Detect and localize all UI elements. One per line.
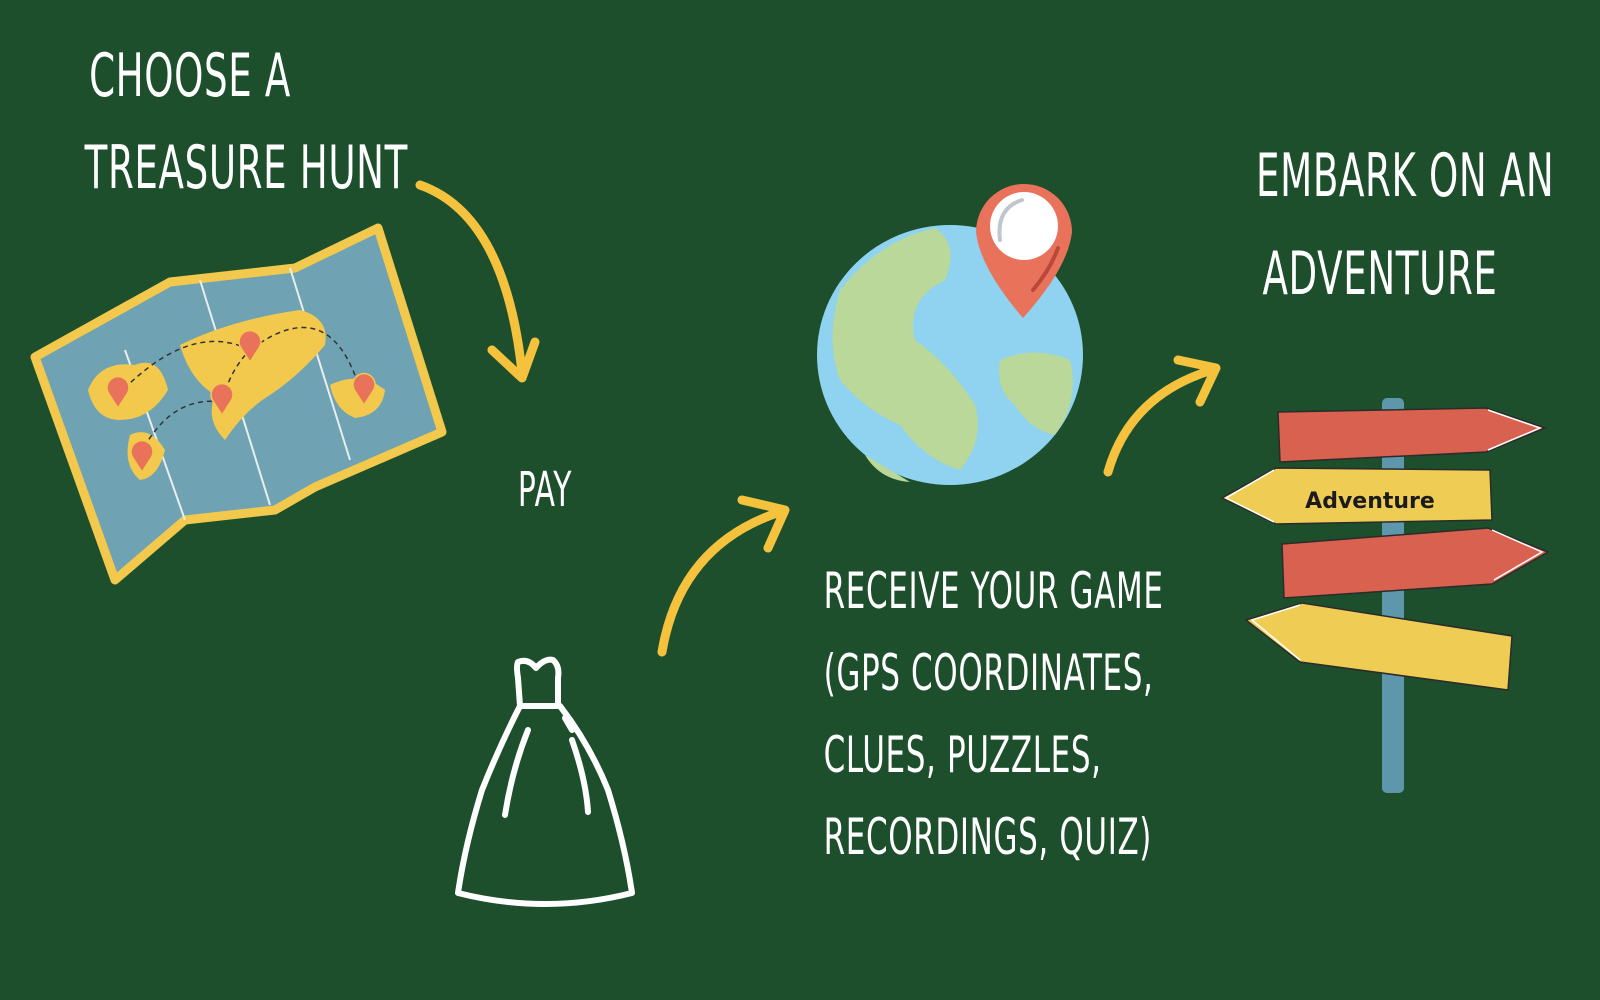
signpost-icon: Adventure bbox=[1220, 398, 1550, 793]
globe-location-pin-icon bbox=[817, 184, 1083, 485]
sign-label: Adventure bbox=[1305, 489, 1435, 514]
arrow-choose-to-pay bbox=[415, 180, 540, 383]
arrow-receive-to-embark bbox=[1103, 355, 1221, 477]
step-pay-label: pay bbox=[517, 462, 573, 518]
arrow-pay-to-receive bbox=[657, 495, 790, 657]
step-choose-line1: choose a bbox=[89, 41, 291, 111]
step-receive-line3: clues, puzzles, bbox=[823, 726, 1102, 784]
step-embark-line2: adventure bbox=[1262, 239, 1498, 309]
wedding-dress-icon bbox=[455, 656, 635, 907]
folded-world-map-icon bbox=[30, 223, 447, 585]
